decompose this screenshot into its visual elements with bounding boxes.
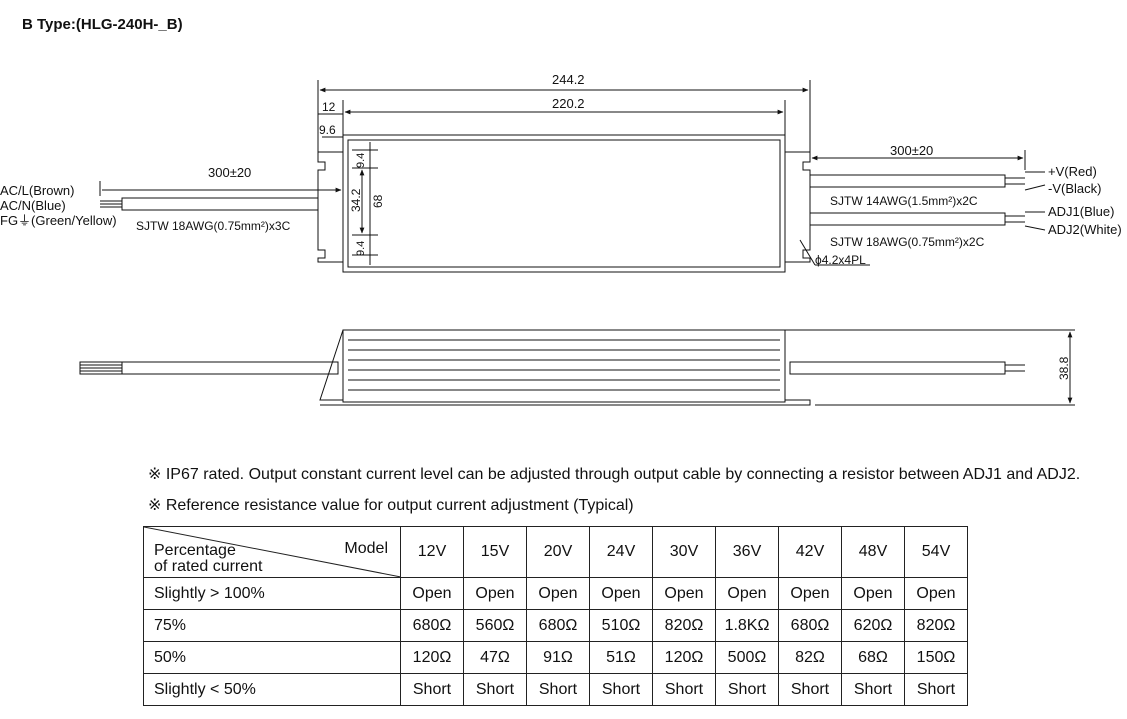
wire-adj1-label: ADJ1(Blue) <box>1048 204 1114 219</box>
table-cell: 91Ω <box>526 641 590 674</box>
dim-slot-top: 9.4 <box>355 153 367 168</box>
table-cell: Short <box>715 673 779 706</box>
table-cell: Open <box>715 577 779 610</box>
table-cell: 680Ω <box>778 609 842 642</box>
resistance-table: Model Percentage of rated current 12V 15… <box>143 526 968 706</box>
table-cell: Open <box>589 577 653 610</box>
mechanical-drawing: 244.2 220.2 12 9.6 300±20 300±20 9.4 34.… <box>0 72 1122 406</box>
table-cell: Open <box>841 577 905 610</box>
table-cell: Short <box>904 673 968 706</box>
model-header: 54V <box>904 526 968 578</box>
dim-slot-bottom: 9.4 <box>355 241 367 256</box>
table-cell: 680Ω <box>526 609 590 642</box>
table-cell: 82Ω <box>778 641 842 674</box>
table-cell: 68Ω <box>841 641 905 674</box>
table-cell: 820Ω <box>652 609 716 642</box>
mount-holes-label: ϕ4.2x4PL <box>815 253 866 267</box>
row-label: 50% <box>143 641 401 674</box>
table-cell: 620Ω <box>841 609 905 642</box>
table-cell: 820Ω <box>904 609 968 642</box>
wire-ac-n-label: AC/N(Blue) <box>0 198 66 213</box>
model-header: 15V <box>463 526 527 578</box>
row-label: Slightly < 50% <box>143 673 401 706</box>
table-cell: Short <box>526 673 590 706</box>
cable-input-label: SJTW 18AWG(0.75mm²)x3C <box>136 219 291 233</box>
wire-ac-l-label: AC/L(Brown) <box>0 183 74 198</box>
table-cell: Open <box>526 577 590 610</box>
table-cell: 560Ω <box>463 609 527 642</box>
dim-total-length: 244.2 <box>552 72 585 87</box>
dim-input-cable: 300±20 <box>208 165 251 180</box>
note-ip67: ※ IP67 rated. Output constant current le… <box>148 466 1081 483</box>
table-cell: Open <box>463 577 527 610</box>
dim-output-cable: 300±20 <box>890 143 933 158</box>
dim-height: 38.8 <box>1057 356 1071 380</box>
dim-flange: 12 <box>322 100 336 114</box>
table-cell: Open <box>778 577 842 610</box>
model-header: 36V <box>715 526 779 578</box>
table-row: 75% 680Ω 560Ω 680Ω 510Ω 820Ω 1.8KΩ 680Ω … <box>143 609 968 642</box>
cable-output-power-label: SJTW 14AWG(1.5mm²)x2C <box>830 194 978 208</box>
table-row: Slightly > 100% Open Open Open Open Open… <box>143 577 968 610</box>
table-cell: Short <box>589 673 653 706</box>
wire-adj2-label: ADJ2(White) <box>1048 222 1122 237</box>
table-cell: Open <box>904 577 968 610</box>
table-row: Slightly < 50% Short Short Short Short S… <box>143 673 968 706</box>
model-header: 12V <box>400 526 464 578</box>
header-rated-current: of rated current <box>154 558 263 575</box>
dim-flange-inner: 9.6 <box>319 123 336 137</box>
table-cell: 47Ω <box>463 641 527 674</box>
header-model: Model <box>344 540 388 557</box>
model-header: 20V <box>526 526 590 578</box>
table-cell: 1.8KΩ <box>715 609 779 642</box>
cable-output-adj-label: SJTW 18AWG(0.75mm²)x2C <box>830 235 985 249</box>
table-cell: 510Ω <box>589 609 653 642</box>
table-cell: 120Ω <box>400 641 464 674</box>
table-cell: 120Ω <box>652 641 716 674</box>
dim-width: 68 <box>371 194 385 208</box>
note-reference-resistance: ※ Reference resistance value for output … <box>148 497 634 514</box>
model-header: 42V <box>778 526 842 578</box>
table-cell: Open <box>400 577 464 610</box>
table-cell: 500Ω <box>715 641 779 674</box>
wire-vplus-label: +V(Red) <box>1048 164 1097 179</box>
table-cell: Short <box>400 673 464 706</box>
model-header: 24V <box>589 526 653 578</box>
table-cell: Short <box>841 673 905 706</box>
dim-slot-pitch: 34.2 <box>349 188 363 212</box>
model-header: 48V <box>841 526 905 578</box>
row-label: Slightly > 100% <box>143 577 401 610</box>
table-cell: 51Ω <box>589 641 653 674</box>
wire-fg-label: FG⏚(Green/Yellow) <box>0 213 117 228</box>
table-cell: Short <box>778 673 842 706</box>
model-header: 30V <box>652 526 716 578</box>
table-corner-cell: Model Percentage of rated current <box>143 526 401 578</box>
header-percentage: Percentage <box>154 542 236 559</box>
table-cell: 150Ω <box>904 641 968 674</box>
dim-body-length: 220.2 <box>552 96 585 111</box>
table-row: 50% 120Ω 47Ω 91Ω 51Ω 120Ω 500Ω 82Ω 68Ω 1… <box>143 641 968 674</box>
page-title: B Type:(HLG-240H-_B) <box>22 16 183 33</box>
table-cell: 680Ω <box>400 609 464 642</box>
table-header-row: Model Percentage of rated current 12V 15… <box>143 526 968 578</box>
table-cell: Short <box>652 673 716 706</box>
row-label: 75% <box>143 609 401 642</box>
table-cell: Short <box>463 673 527 706</box>
diagonal-line <box>144 527 401 577</box>
table-cell: Open <box>652 577 716 610</box>
wire-vminus-label: -V(Black) <box>1048 181 1101 196</box>
